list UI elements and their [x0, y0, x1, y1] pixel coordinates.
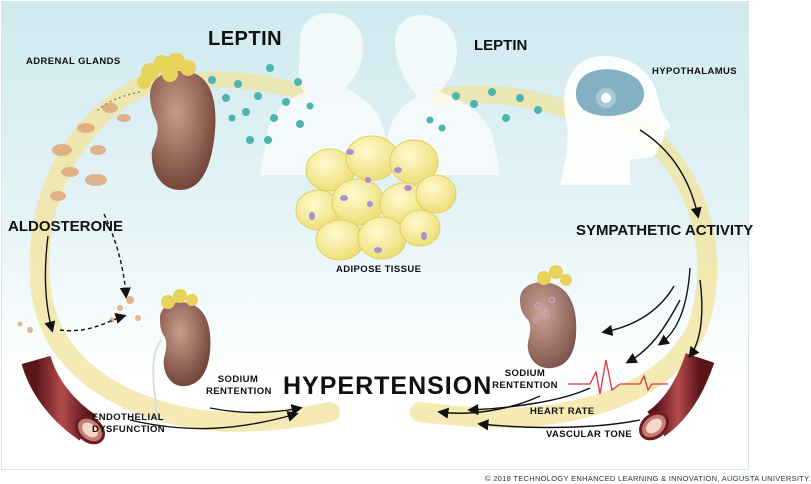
adipose-cells [295, 135, 457, 261]
vascular-tone-label: VASCULAR TONE [546, 429, 633, 440]
sodium-retention-left-line2: RENTENTION [206, 386, 272, 397]
adrenal-gland-bottom-right [537, 265, 572, 286]
adrenal-gland-bottom-left [161, 289, 198, 309]
dotted-flow-line [95, 91, 141, 113]
endothelial-line1: ENDOTHELIAL [92, 412, 164, 423]
kidney-top-left [137, 53, 216, 190]
flow-arrows [44, 129, 703, 431]
sympathetic-activity-label: SYMPATHETIC ACTIVITY [576, 222, 754, 239]
cell-nuclei [309, 149, 427, 253]
leptin-label-right: LEPTIN [474, 37, 528, 54]
ecg-trace [568, 359, 668, 395]
leptin-label-left: LEPTIN [208, 28, 283, 50]
adrenal-glands-label: ADRENAL GLANDS [26, 56, 121, 67]
adrenal-gland-top-left [137, 53, 196, 89]
endothelial-dysfunction-label: ENDOTHELIAL DYSFUNCTION [92, 412, 165, 436]
blood-vessel-left [21, 355, 105, 445]
aldosterone-particles [17, 103, 141, 333]
hypertension-label: HYPERTENSION [283, 372, 493, 400]
sodium-retention-right-line2: RENTENTION [492, 380, 558, 391]
adipose-tissue-label: ADIPOSE TISSUE [336, 264, 422, 275]
sodium-retention-left-line1: SODIUM [217, 374, 259, 385]
person-silhouettes [260, 13, 500, 176]
heart-rate-label: HEART RATE [530, 406, 595, 417]
sodium-retention-right-label: SODIUM RENTENTION [492, 368, 558, 392]
sodium-retention-right-line1: SODIUM [504, 368, 546, 379]
hypothalamus-label: HYPOTHALAMUS [652, 66, 738, 77]
copyright-notice: © 2018 TECHNOLOGY ENHANCED LEARNING & IN… [485, 474, 811, 483]
aldosterone-label: ALDOSTERONE [8, 218, 124, 235]
hypothalamus-spot [601, 93, 611, 103]
sodium-retention-left-label: SODIUM RENTENTION [206, 374, 272, 398]
blood-vessel-right [639, 353, 715, 441]
endothelial-line2: DYSFUNCTION [92, 424, 166, 435]
leptin-particles [208, 64, 542, 144]
kidney-bottom-left [152, 289, 211, 421]
brain-icon [575, 69, 645, 116]
illustration [17, 13, 718, 445]
head-silhouette [560, 55, 671, 185]
kidney-bottom-right [520, 265, 577, 369]
